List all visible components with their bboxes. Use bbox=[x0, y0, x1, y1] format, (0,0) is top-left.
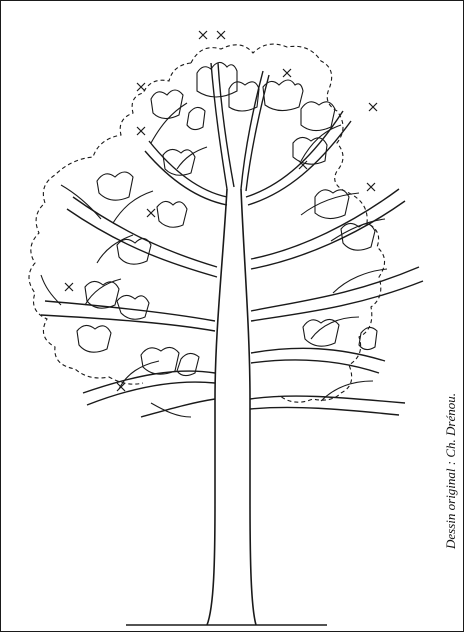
drawing-credit: Dessin original : Ch. Drénou. bbox=[443, 393, 459, 549]
secondary-branches bbox=[41, 103, 387, 417]
main-branches bbox=[41, 63, 423, 417]
trunk bbox=[207, 189, 256, 625]
foliage-tufts bbox=[77, 62, 377, 375]
